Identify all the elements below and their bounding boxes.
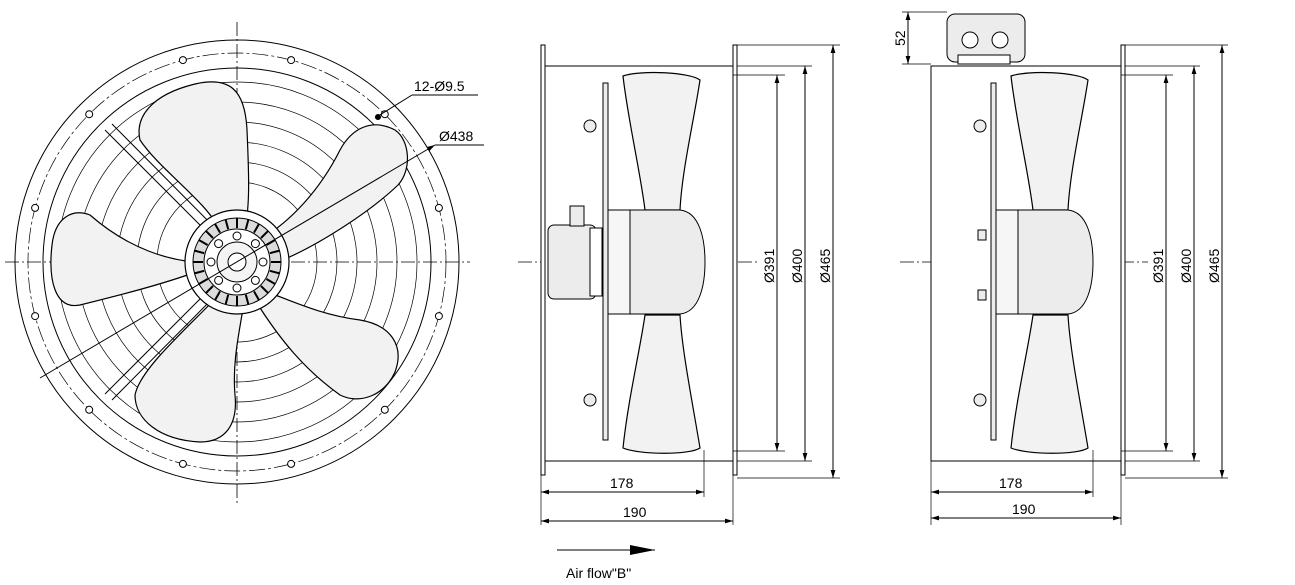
- inner-flange-ring: [42, 67, 432, 457]
- left-cable-gland: [569, 205, 585, 227]
- mounting-hole: [31, 312, 40, 321]
- blade-left: [50, 212, 197, 307]
- right-bolt-top: [973, 119, 987, 133]
- left-d400-label: Ø400: [789, 249, 805, 283]
- side-view-right: 52 Ø391 Ø400 Ø465 178 190: [892, 11, 1228, 525]
- right-depth-190-label: 190: [1012, 501, 1036, 517]
- blade-right: [261, 124, 409, 263]
- blade-bottom: [134, 295, 246, 443]
- right-motor-body: [999, 209, 1094, 315]
- right-height-dimension: [902, 11, 947, 65]
- front-view: 12-Ø9.5 Ø438: [5, 22, 484, 505]
- mounting-hole: [434, 203, 443, 212]
- left-side-flange-outlet: [732, 44, 738, 476]
- mounting-hole: [31, 203, 40, 212]
- right-d391-label: Ø391: [1150, 249, 1166, 283]
- right-motor-plate: [990, 82, 997, 441]
- side-view-left: Ø391 Ø400 Ø465 178 190 Air flow"B": [518, 44, 840, 581]
- left-d465-label: Ø465: [817, 249, 833, 283]
- left-terminal-box: [547, 224, 597, 300]
- left-diameter-dimensions: [733, 44, 840, 479]
- right-depth-178-label: 178: [999, 475, 1023, 491]
- right-blade-profile: [1010, 71, 1089, 454]
- airflow-label: Air flow"B": [566, 565, 631, 581]
- mounting-hole: [287, 459, 296, 468]
- left-depth-178-label: 178: [610, 475, 634, 491]
- holes-leader: [374, 94, 413, 119]
- left-depth-dimensions: [540, 450, 734, 525]
- pcd-leader: [39, 144, 436, 379]
- mounting-hole: [380, 405, 389, 414]
- blade-top: [138, 81, 250, 231]
- mounting-hole: [85, 405, 94, 414]
- right-height-52-label: 52: [892, 30, 908, 46]
- front-dimensions: [39, 94, 484, 379]
- bolt-circle: [27, 52, 447, 472]
- blade-bottom-right: [254, 289, 399, 400]
- outer-flange-ring: [14, 39, 460, 485]
- right-d465-label: Ø465: [1206, 249, 1222, 283]
- left-bolt-top: [583, 119, 597, 133]
- mounting-hole: [434, 312, 443, 321]
- mounting-hole: [178, 56, 187, 65]
- left-side-flange-inlet: [540, 44, 546, 476]
- right-d400-label: Ø400: [1178, 249, 1194, 283]
- left-blade-profile: [622, 71, 701, 454]
- mounting-hole: [85, 110, 94, 119]
- mounting-hole: [178, 459, 187, 468]
- left-d391-label: Ø391: [761, 249, 777, 283]
- right-bolt-bottom: [973, 393, 987, 407]
- left-motor-plate: [602, 82, 609, 441]
- fan-blades: [50, 81, 409, 443]
- right-side-flange: [1120, 44, 1126, 476]
- left-motor-body: [611, 209, 706, 315]
- pcd-dimension-label: Ø438: [439, 128, 473, 144]
- holes-dimension-label: 12-Ø9.5: [414, 78, 465, 94]
- mounting-hole: [287, 56, 296, 65]
- mounting-holes: [31, 56, 443, 468]
- left-bolt-bottom: [583, 393, 597, 407]
- right-diameter-dimensions: [1121, 44, 1228, 479]
- left-depth-190-label: 190: [623, 504, 647, 520]
- right-depth-dimensions: [930, 450, 1122, 525]
